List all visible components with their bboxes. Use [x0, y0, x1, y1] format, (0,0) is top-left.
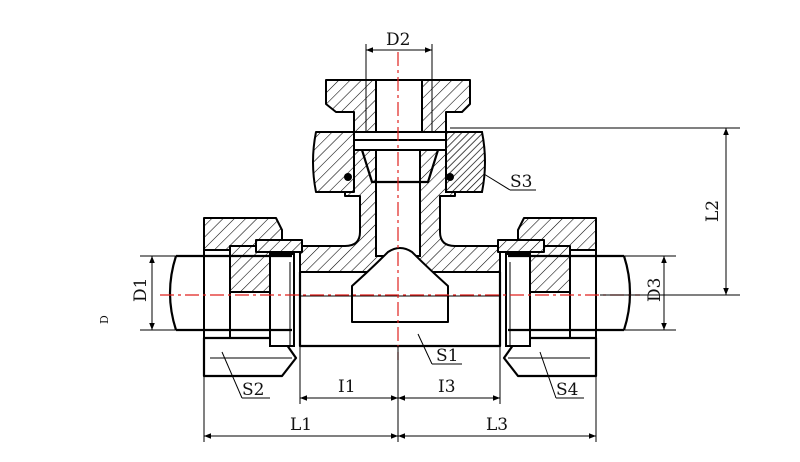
right-tube: [508, 254, 632, 332]
dimension-lines: [140, 44, 740, 442]
label-i1: I1: [338, 377, 356, 397]
label-l1: L1: [290, 415, 312, 435]
right-nut: [497, 217, 598, 378]
label-s1: S1: [436, 346, 458, 366]
left-tube: [168, 254, 292, 332]
label-l3: L3: [486, 415, 508, 435]
label-l2: L2: [703, 200, 723, 222]
label-d3: D3: [645, 278, 665, 302]
label-d2: D2: [386, 30, 410, 50]
label-i3: I3: [438, 377, 456, 397]
left-nut: [202, 217, 303, 378]
label-d1: D1: [131, 278, 151, 302]
top-nut: [312, 131, 486, 193]
label-s4: S4: [556, 380, 578, 400]
label-s3: S3: [510, 172, 532, 192]
label-s2: S2: [242, 380, 264, 400]
label-marginal-d: D: [98, 315, 111, 324]
